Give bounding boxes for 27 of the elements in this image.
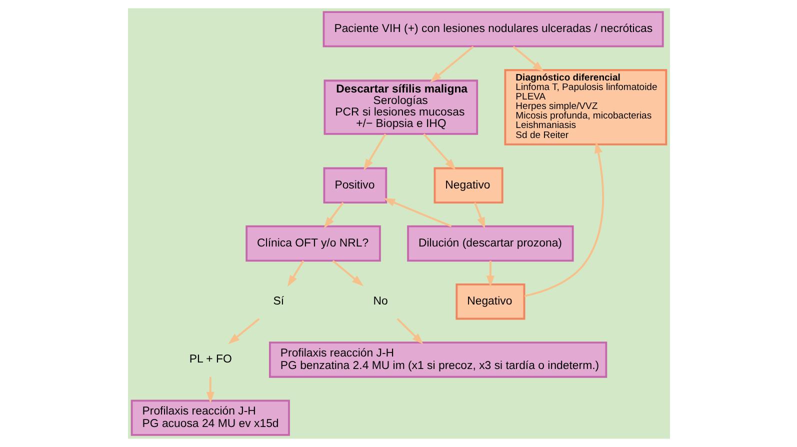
node-text: PL + FO <box>188 354 232 366</box>
arrow <box>206 376 214 404</box>
arrow <box>512 46 544 72</box>
node-box: Profilaxis reacción J-H PG benzatina 2.4 MU im (x1 si precoz, x3 si tardía o indeterm.) <box>268 342 607 378</box>
node-text: No <box>372 296 388 308</box>
arrow <box>524 142 604 298</box>
node-box: Dilución (descartar prozona) <box>406 225 574 262</box>
node-box: Positivo <box>322 167 387 204</box>
arrow <box>323 202 344 228</box>
node-box: Negativo <box>455 284 525 320</box>
arrow <box>473 202 485 229</box>
node-box: Negativo <box>433 167 503 204</box>
node-text: Sí <box>272 296 284 308</box>
arrow <box>429 46 474 82</box>
arrow <box>422 133 456 170</box>
node-box: Profilaxis reacción J-H PG acuosa 24 MU ev x15d <box>130 400 290 436</box>
arrow <box>332 260 363 286</box>
arrow <box>228 318 260 344</box>
node-box: Descartar sífilis maligna Serologías PCR si lesiones mucosas +/− Biopsia e IHQ <box>323 80 478 135</box>
node-box: Diagnóstico diferencial Linfoma T, Papulosis linfomatoide PLEVA Herpes simple/VVZ Micosis profunda, micobacterias Leishmaniasis Sd de Reiter <box>504 69 667 146</box>
arrow <box>286 260 304 287</box>
arrow <box>363 134 386 170</box>
arrow <box>486 260 494 288</box>
arrow <box>396 318 423 344</box>
node-box: Clínica OFT y/o NRL? <box>245 225 380 262</box>
node-box: Paciente VIH (+) con lesiones nodulares ulceradas / necróticas <box>322 11 664 48</box>
arrow <box>383 198 452 228</box>
